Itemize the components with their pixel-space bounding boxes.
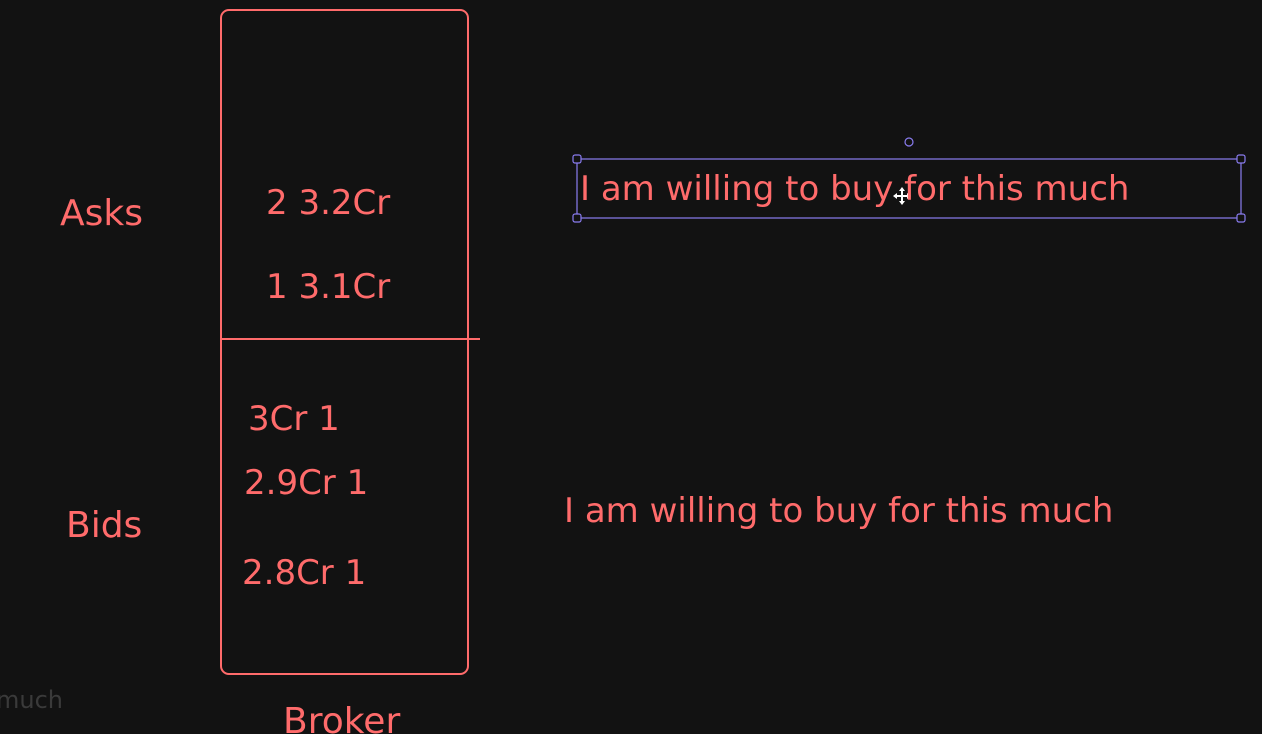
ask-entry[interactable]: 1 3.1Cr: [266, 267, 391, 307]
asks-label[interactable]: Asks: [60, 193, 143, 234]
bid-entry[interactable]: 3Cr 1: [248, 399, 340, 439]
rotate-handle-icon[interactable]: [904, 137, 914, 147]
move-cursor-icon: [893, 187, 911, 205]
selected-note-text[interactable]: I am willing to buy for this much: [580, 169, 1130, 209]
note-text[interactable]: I am willing to buy for this much: [564, 491, 1114, 531]
selection-handle-top-right[interactable]: [1236, 154, 1246, 164]
selection-handle-top-left[interactable]: [572, 154, 582, 164]
ghost-text: much: [0, 686, 63, 714]
broker-label[interactable]: Broker: [283, 701, 401, 734]
bids-label[interactable]: Bids: [66, 505, 143, 546]
broker-box[interactable]: [220, 9, 469, 675]
selection-box[interactable]: [576, 158, 1242, 219]
ask-entry[interactable]: 2 3.2Cr: [266, 183, 391, 223]
bid-entry[interactable]: 2.8Cr 1: [242, 553, 367, 593]
bid-entry[interactable]: 2.9Cr 1: [244, 463, 369, 503]
selection-handle-bottom-left[interactable]: [572, 213, 582, 223]
selection-handle-bottom-right[interactable]: [1236, 213, 1246, 223]
